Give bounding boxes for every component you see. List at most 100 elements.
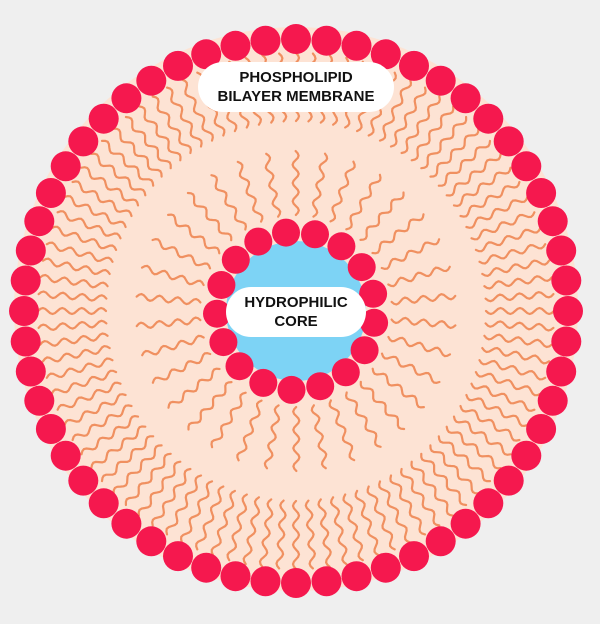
lipid-tail — [459, 180, 521, 218]
lipid-tail — [258, 498, 274, 568]
lipid-tail — [39, 273, 109, 289]
lipid-head — [537, 206, 568, 237]
lipid-tail — [478, 359, 547, 381]
lipid-tail — [291, 149, 300, 217]
lipid-tail — [71, 404, 133, 442]
lipid-head — [209, 328, 238, 357]
lipid-head — [191, 39, 222, 70]
lipid-tail — [342, 493, 364, 562]
lipid-tail — [452, 415, 512, 456]
lipid-heads — [9, 24, 583, 598]
lipid-head — [399, 541, 429, 572]
lipid-tail — [264, 152, 282, 218]
lipid-tail — [100, 435, 155, 483]
lipid-tail — [344, 391, 382, 448]
lipid-tail — [50, 225, 118, 251]
lipid-head — [546, 235, 577, 266]
lipid-tail — [390, 316, 457, 330]
lipid-head — [331, 358, 360, 387]
lipid-head — [306, 372, 335, 401]
lipid-tail — [56, 210, 122, 240]
lipid-tail — [137, 105, 182, 162]
lipid-head — [244, 227, 273, 256]
lipid-head — [526, 414, 557, 444]
lipid-tail — [50, 369, 118, 395]
lipid-tail — [210, 174, 248, 231]
lipid-head — [281, 568, 311, 598]
lipid-tail — [483, 333, 553, 349]
membrane-label-line2: BILAYER MEMBRANE — [217, 88, 375, 105]
lipid-head — [341, 561, 372, 592]
lipid-tail — [410, 105, 455, 162]
lipid-tail — [80, 166, 140, 207]
lipid-head — [163, 50, 193, 81]
lipid-tail — [263, 404, 281, 470]
lipid-tail — [167, 213, 221, 255]
lipid-head — [493, 465, 524, 496]
lipid-tail — [140, 264, 205, 287]
lipid-head — [511, 440, 542, 471]
lipid-tail — [37, 319, 108, 332]
lipid-head — [111, 83, 142, 114]
lipid-head — [311, 25, 342, 56]
lipid-tail — [387, 265, 451, 288]
lipid-tail — [310, 404, 328, 470]
lipid-tail — [378, 480, 412, 544]
lipid-head — [10, 265, 41, 296]
lipid-tail — [437, 139, 492, 187]
lipid-tail — [45, 241, 114, 263]
lipid-head — [553, 296, 583, 326]
lipid-head — [493, 126, 524, 157]
lipid-head — [272, 218, 300, 247]
lipid-head — [15, 235, 46, 266]
lipid-tail — [71, 180, 133, 218]
lipid-tail — [56, 381, 122, 411]
lipid-tail — [151, 95, 193, 155]
lipid-tail — [165, 86, 203, 148]
lipid-tail — [410, 460, 455, 517]
lipid-head — [551, 326, 582, 357]
lipid-tail — [474, 371, 542, 397]
lipid-head — [10, 326, 41, 357]
lipid-head — [136, 526, 167, 557]
lipid-tail — [389, 86, 427, 148]
lipid-tail — [36, 306, 108, 316]
lipid-head — [546, 356, 577, 387]
membrane-label-line1: PHOSPHOLIPID — [239, 69, 353, 86]
lipid-head — [15, 356, 46, 387]
lipid-tail — [465, 195, 529, 229]
lipid-tail — [317, 498, 332, 568]
lipid-tail — [470, 382, 536, 412]
lipid-head — [425, 65, 456, 96]
lipid-tail — [45, 357, 114, 379]
lipid-tail — [371, 213, 425, 255]
lipid-head — [537, 385, 568, 416]
lipid-tail — [135, 316, 202, 329]
lipid-tail — [359, 380, 406, 431]
lipid-tail — [90, 425, 147, 470]
lipid-tail — [210, 391, 247, 449]
lipid-tail — [63, 393, 127, 427]
lipid-head — [207, 271, 236, 299]
lipid-tail — [389, 474, 427, 536]
lipid-tail — [470, 211, 536, 241]
lipid-head — [68, 465, 99, 496]
lipid-tail — [291, 499, 301, 571]
lipid-tail — [187, 381, 233, 431]
lipid-head — [473, 103, 504, 134]
lipid-tail — [420, 115, 468, 170]
lipid-head — [473, 488, 504, 519]
lipid-tail — [429, 444, 480, 495]
lipid-tail — [186, 191, 233, 242]
lipid-head — [9, 296, 39, 326]
lipid-tail — [236, 399, 263, 462]
lipid-head — [50, 151, 81, 182]
lipid-head — [50, 440, 81, 471]
lipid-head — [450, 83, 481, 114]
lipid-tail — [167, 367, 221, 409]
lipid-head — [511, 151, 542, 182]
lipid-tail — [195, 485, 225, 551]
membrane-label: PHOSPHOLIPID BILAYER MEMBRANE — [198, 62, 394, 112]
lipid-tail — [465, 393, 529, 428]
lipid-tail — [124, 452, 172, 507]
